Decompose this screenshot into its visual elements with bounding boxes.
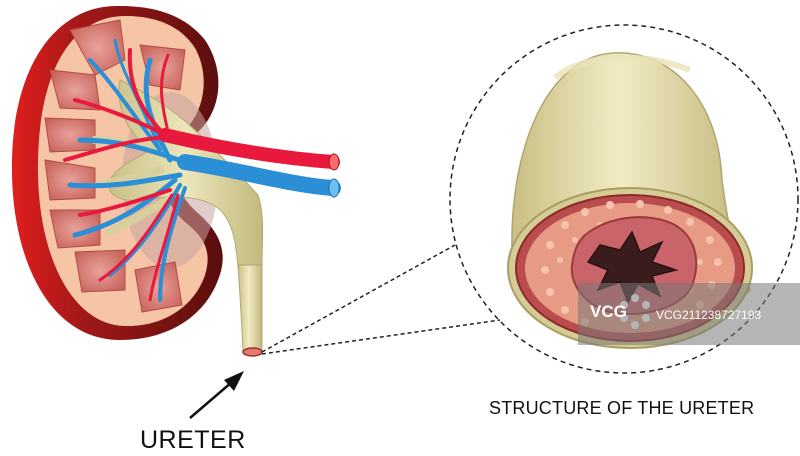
renal-artery <box>63 48 340 302</box>
ureter-tube <box>237 264 263 353</box>
vein-branch <box>77 137 188 165</box>
vein-branch <box>113 38 162 152</box>
pyramid <box>44 117 96 153</box>
artery-branch <box>148 193 180 302</box>
vein-trunk <box>177 154 341 196</box>
pyramid <box>44 159 96 201</box>
magnifier-connectors <box>261 244 501 355</box>
kidney <box>11 5 341 357</box>
artery-branch <box>73 98 162 134</box>
ureter-cut-end <box>242 347 263 357</box>
renal-vein <box>67 38 341 302</box>
connector-line-upper <box>261 244 456 353</box>
artery-branch <box>78 188 172 217</box>
vein-cut-end <box>328 178 340 198</box>
artery-trunk <box>158 128 340 169</box>
watermark-logo-text: VCG <box>590 302 627 321</box>
artery-branch <box>98 193 174 282</box>
artery-branch <box>127 48 167 137</box>
renal-pyramids <box>44 19 186 313</box>
watermark-id: VCG211238727193 <box>656 308 762 322</box>
artery-branch <box>63 136 160 162</box>
vein-branch <box>143 57 173 163</box>
vein-branch <box>72 177 178 238</box>
section-top-edge <box>552 54 692 81</box>
ureter-label: URETER <box>140 426 246 454</box>
artery-cut-end <box>328 153 340 171</box>
artery-branch <box>160 53 172 142</box>
structure-title: STRUCTURE OF THE URETER <box>489 398 755 418</box>
pyramid <box>49 209 101 249</box>
vein-branch <box>108 183 182 277</box>
watermark-band <box>578 283 800 345</box>
magnifier-circle <box>449 24 799 374</box>
connector-line-lower <box>261 319 501 355</box>
ureter-pointer-arrow <box>189 371 244 419</box>
pyramid <box>69 19 126 76</box>
pyramid <box>49 69 101 111</box>
pyramid <box>74 249 126 293</box>
vein-branch <box>67 172 183 189</box>
vein-branch <box>158 186 187 302</box>
